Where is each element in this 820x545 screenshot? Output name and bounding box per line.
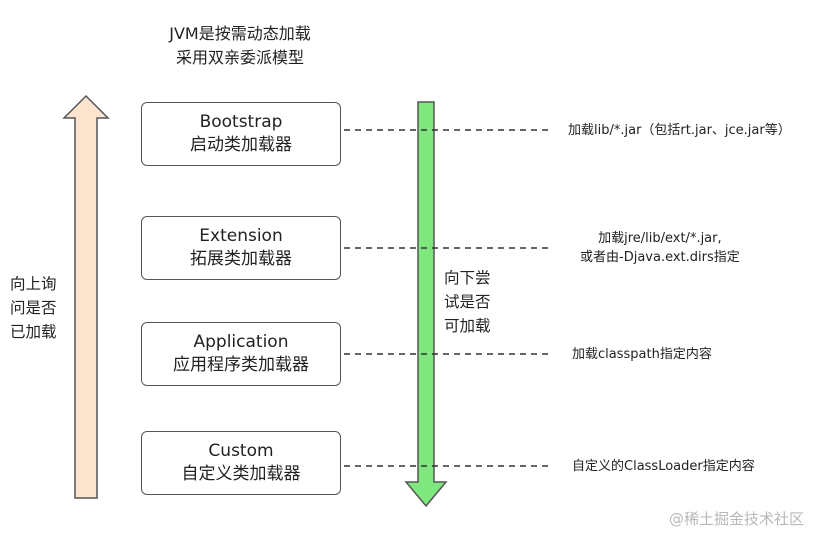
loader-box-application: Application 应用程序类加载器 bbox=[141, 322, 341, 386]
down-arrow bbox=[404, 101, 448, 508]
loader-cn-name: 启动类加载器 bbox=[190, 135, 292, 155]
note-line: 加载classpath指定内容 bbox=[572, 347, 712, 362]
watermark: @稀土掘金技术社区 bbox=[668, 510, 804, 528]
down-arrow-label: 向下尝 试是否 可加载 bbox=[444, 266, 491, 338]
diagram-title: JVM是按需动态加载 采用双亲委派模型 bbox=[150, 22, 330, 70]
loader-box-extension: Extension 拓展类加载器 bbox=[141, 216, 341, 280]
down-label-line-3: 可加载 bbox=[444, 317, 491, 335]
loader-name: Application bbox=[193, 332, 289, 352]
loader-box-custom: Custom 自定义类加载器 bbox=[141, 431, 341, 495]
up-label-line-2: 问是否 bbox=[10, 299, 57, 317]
note-line: 或者由-Djava.ext.dirs指定 bbox=[580, 250, 740, 265]
note-bootstrap: 加载lib/*.jar（包括rt.jar、jce.jar等） bbox=[568, 121, 791, 140]
title-line-1: JVM是按需动态加载 bbox=[169, 24, 311, 43]
loader-cn-name: 自定义类加载器 bbox=[181, 464, 301, 484]
down-label-line-1: 向下尝 bbox=[444, 269, 491, 287]
loader-name: Extension bbox=[199, 226, 283, 246]
loader-name: Custom bbox=[208, 441, 274, 461]
loader-cn-name: 应用程序类加载器 bbox=[173, 355, 309, 375]
up-label-line-1: 向上询 bbox=[10, 275, 57, 293]
up-arrow bbox=[62, 94, 110, 499]
loader-cn-name: 拓展类加载器 bbox=[190, 249, 292, 269]
note-custom: 自定义的ClassLoader指定内容 bbox=[572, 457, 755, 476]
note-line: 加载jre/lib/ext/*.jar, bbox=[598, 231, 722, 246]
note-extension: 加载jre/lib/ext/*.jar, 或者由-Djava.ext.dirs指… bbox=[580, 229, 740, 267]
loader-box-bootstrap: Bootstrap 启动类加载器 bbox=[141, 102, 341, 166]
note-line: 加载lib/*.jar（包括rt.jar、jce.jar等） bbox=[568, 123, 791, 138]
loader-name: Bootstrap bbox=[199, 112, 283, 132]
down-label-line-2: 试是否 bbox=[444, 293, 491, 311]
up-label-line-3: 已加载 bbox=[10, 323, 57, 341]
note-application: 加载classpath指定内容 bbox=[572, 345, 712, 364]
note-line: 自定义的ClassLoader指定内容 bbox=[572, 459, 755, 474]
up-arrow-label: 向上询 问是否 已加载 bbox=[10, 272, 57, 344]
title-line-2: 采用双亲委派模型 bbox=[175, 48, 304, 67]
